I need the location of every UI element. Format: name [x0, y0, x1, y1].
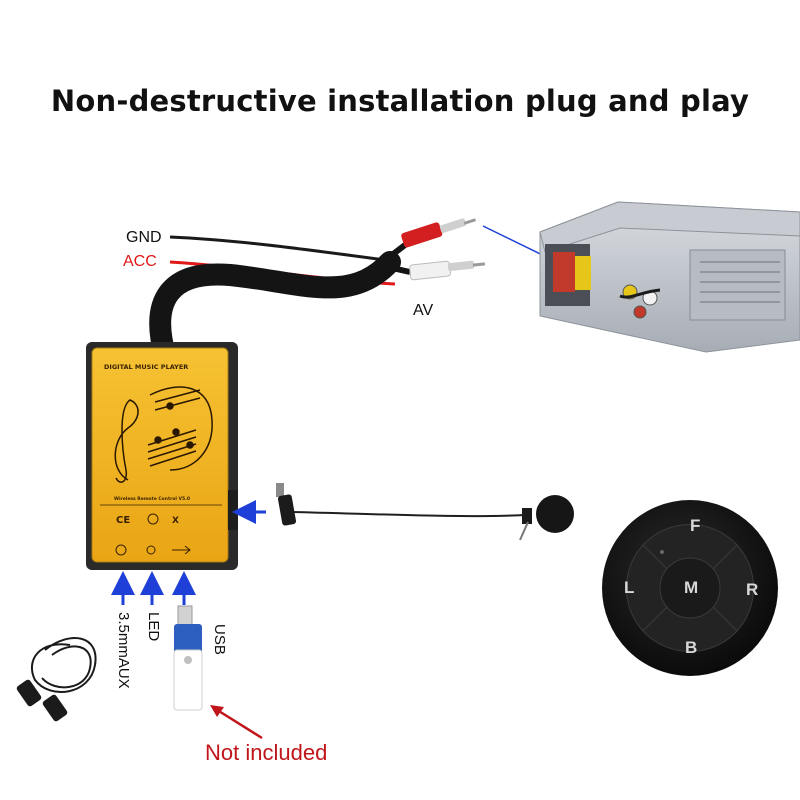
- music-notes-graphic: [114, 386, 213, 483]
- port-icons: [115, 544, 191, 556]
- gnd-label: GND: [126, 229, 162, 246]
- device-subtitle: Wireless Remote Control V5.0: [114, 497, 190, 502]
- microphone: [276, 483, 574, 541]
- usb-port-label: USB: [211, 624, 228, 655]
- remote-label-right: R: [746, 580, 759, 599]
- remote-label-front: F: [690, 516, 701, 535]
- aux-port-label: 3.5mmAUX: [115, 612, 132, 689]
- av-label: AV: [413, 302, 434, 319]
- remote-control: [602, 500, 778, 676]
- car-radio: [539, 201, 800, 353]
- svg-text:CE: CE: [116, 515, 130, 526]
- usb-drive: [173, 605, 203, 711]
- not-included-arrow: [210, 705, 263, 740]
- not-included-note: Not included: [205, 740, 328, 765]
- gnd-wire: [169, 235, 401, 264]
- remote-button-middle[interactable]: [659, 557, 721, 619]
- remote-label-middle: M: [684, 578, 699, 597]
- rca-plug-white[interactable]: [391, 260, 486, 281]
- headline: Non-destructive installation plug and pl…: [50, 84, 750, 118]
- rca-plug-red[interactable]: [386, 218, 477, 261]
- acc-label: ACC: [123, 253, 157, 270]
- remote-label-back: B: [685, 638, 698, 657]
- port-arrows: [111, 500, 266, 605]
- certification-marks: CE X: [116, 513, 179, 526]
- iso-connector: [553, 252, 575, 292]
- remote-label-left: L: [624, 578, 635, 597]
- aux-cable: [16, 637, 97, 722]
- led-port-label: LED: [145, 612, 162, 642]
- music-player-device: CE X: [86, 342, 238, 570]
- main-cable: [149, 251, 401, 366]
- device-title: DIGITAL MUSIC PLAYER: [104, 363, 189, 371]
- svg-text:X: X: [172, 516, 179, 526]
